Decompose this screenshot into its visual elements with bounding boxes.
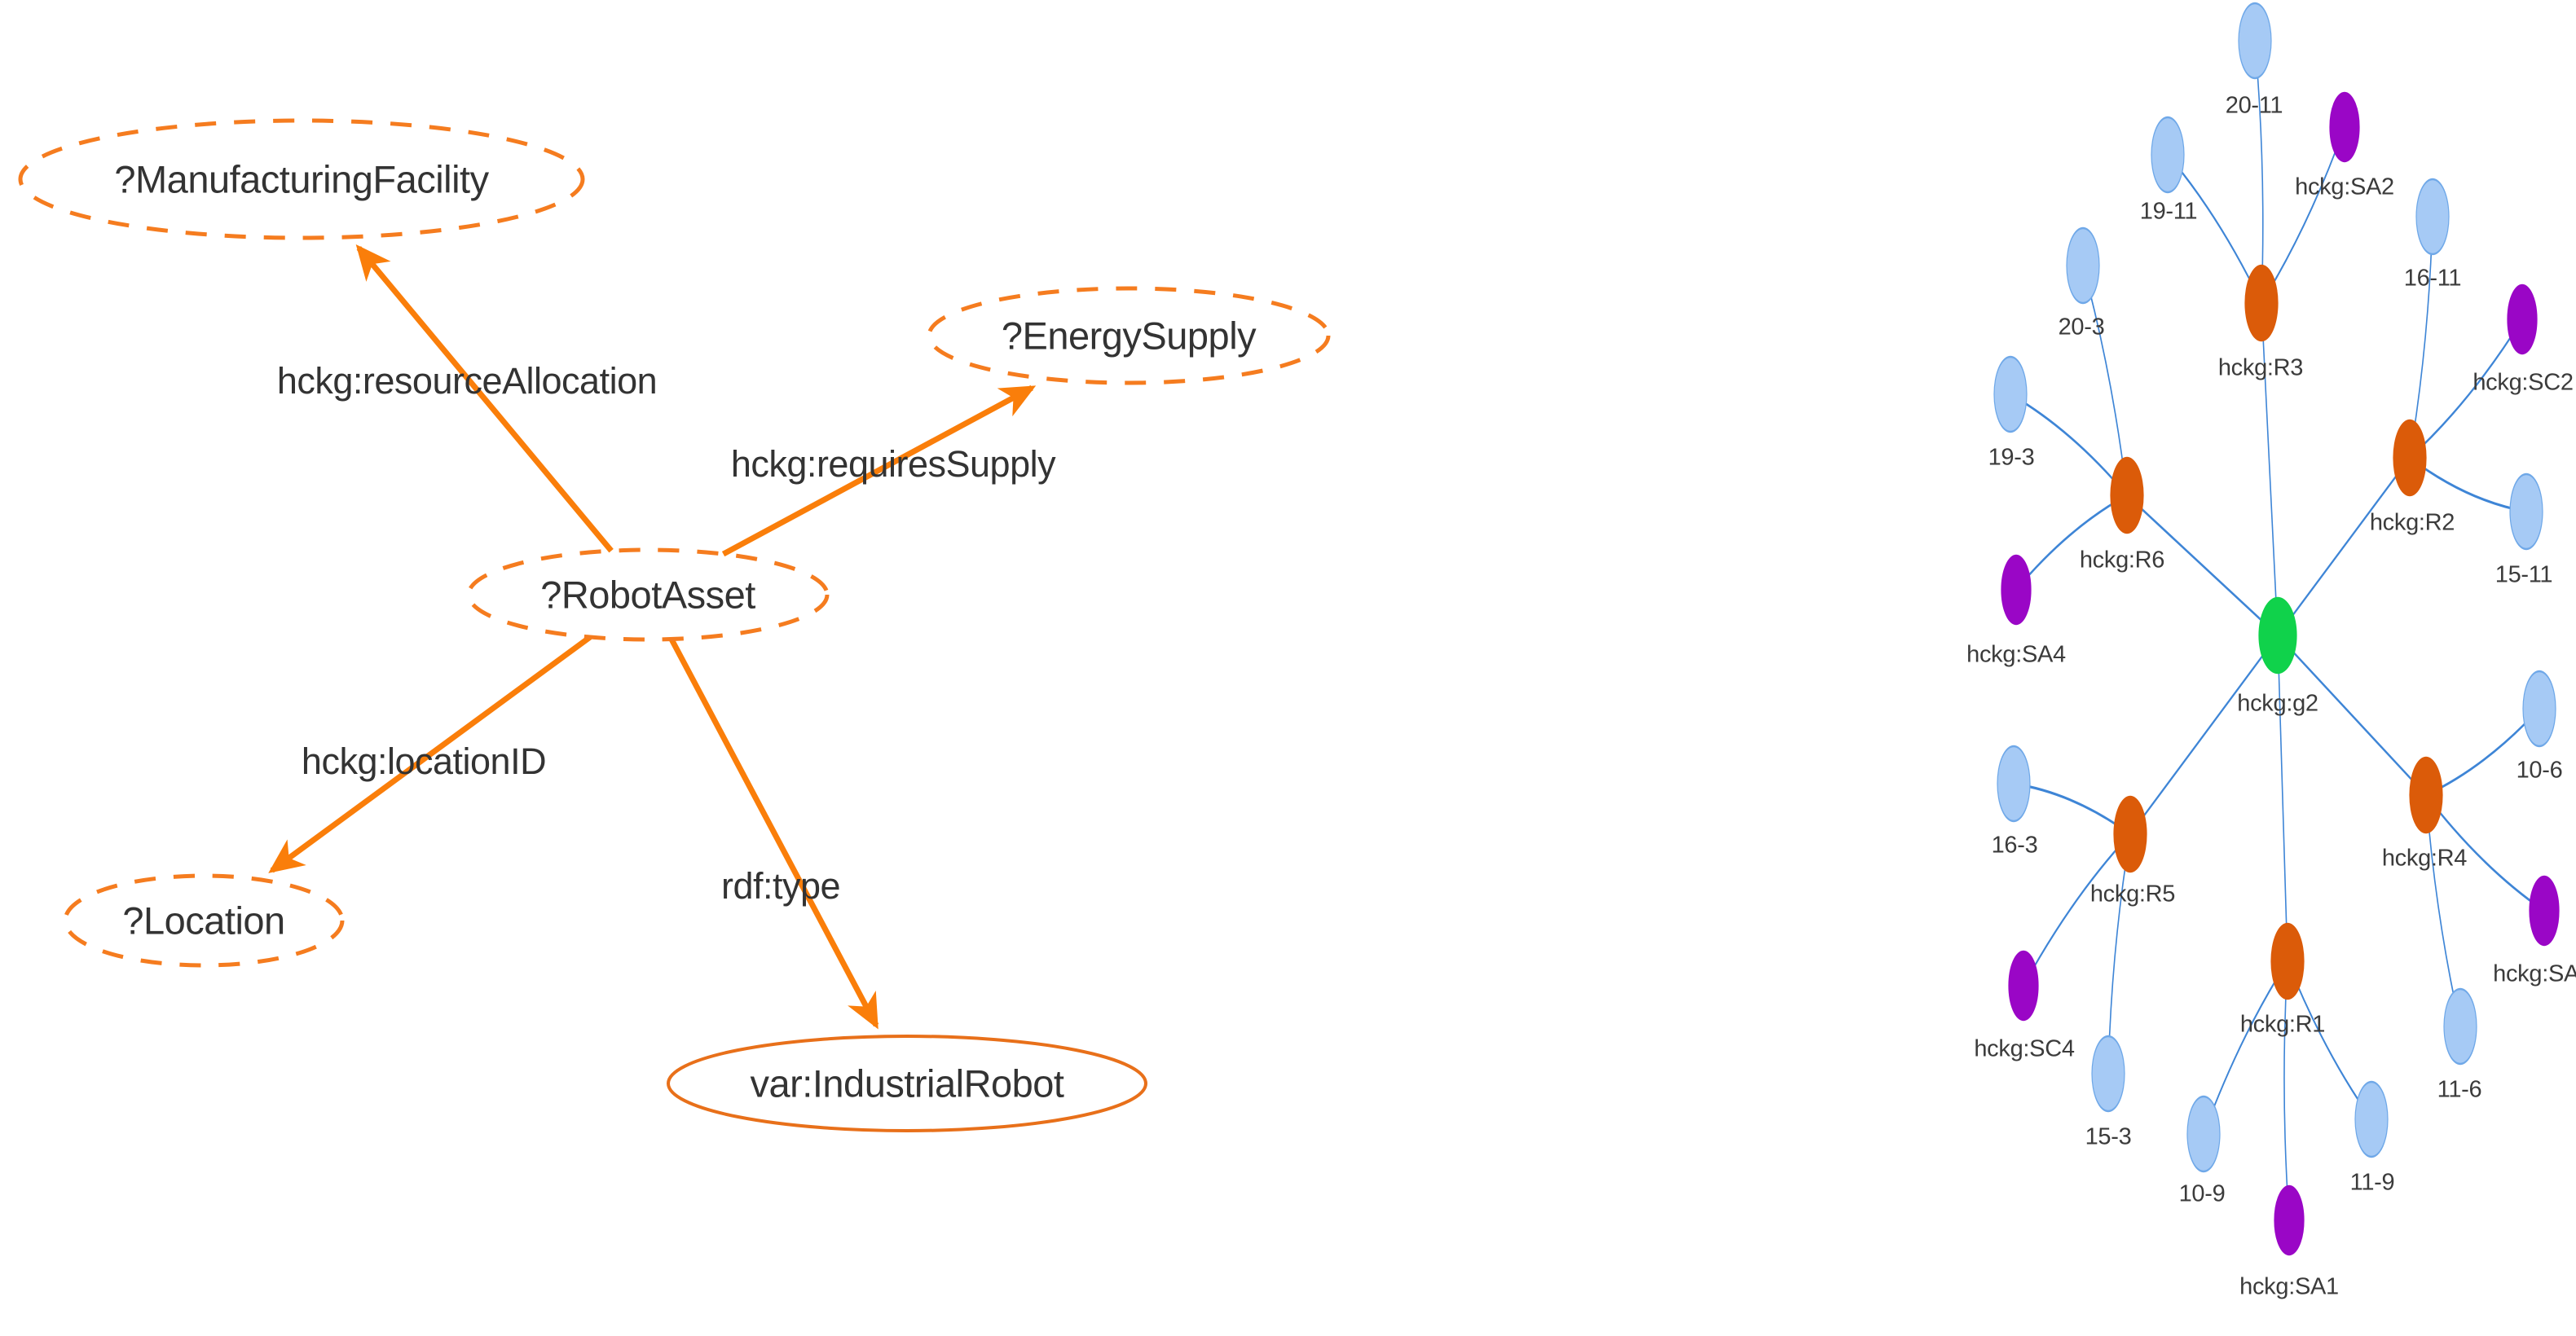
- graph-node-n10_9[interactable]: [2186, 1095, 2221, 1173]
- query-edge-label-resource_allocation: hckg:resourceAllocation: [276, 360, 658, 402]
- graph-edge-R3-n19_11: [2167, 153, 2262, 305]
- graph-node-label-SC4: hckg:SC4: [1974, 1035, 2075, 1062]
- graph-node-label-SA3: hckg:SA3: [2493, 960, 2576, 987]
- query-edge-resource_allocation: [355, 244, 614, 553]
- graph-edge-R2-n15_11: [2409, 456, 2527, 513]
- graph-node-label-n20_11: 20-11: [2225, 92, 2283, 119]
- graph-node-label-n19_11: 19-11: [2139, 198, 2198, 225]
- graph-node-label-R4: hckg:R4: [2381, 845, 2468, 872]
- query-node-label-energy_supply: ?EnergySupply: [1001, 314, 1257, 358]
- query-edge-label-location_id: hckg:locationID: [301, 741, 547, 782]
- graph-node-SA1[interactable]: [2274, 1184, 2305, 1256]
- query-node-manufacturing_facility[interactable]: [18, 118, 585, 240]
- graph-edge-g2-R1: [2277, 635, 2288, 962]
- graph-node-SA2[interactable]: [2329, 91, 2360, 163]
- graph-node-R2[interactable]: [2393, 419, 2427, 497]
- graph-node-label-SC2: hckg:SC2: [2473, 369, 2574, 396]
- query-edge-rdf_type: [668, 637, 879, 1030]
- graph-edge-g2-R6: [2126, 494, 2279, 637]
- graph-node-n20_3[interactable]: [2066, 226, 2100, 305]
- graph-node-n16_3[interactable]: [1997, 745, 2031, 823]
- query-node-label-manufacturing_facility: ?ManufacturingFacility: [114, 157, 489, 201]
- instance-graph-svg: [1993, 2, 2560, 1256]
- graph-node-label-R3: hckg:R3: [2217, 354, 2304, 381]
- graph-node-label-SA1: hckg:SA1: [2239, 1273, 2339, 1300]
- query-edge-label-requires_supply: hckg:requiresSupply: [730, 443, 1056, 485]
- graph-node-label-R6: hckg:R6: [2079, 547, 2165, 574]
- graph-edge-g2-R5: [2129, 634, 2279, 836]
- graph-edge-R1-SA1: [2283, 960, 2290, 1221]
- graph-node-label-n11_9: 11-9: [2349, 1169, 2395, 1196]
- graph-edge-g2-R2: [2277, 456, 2411, 637]
- graph-node-label-n11_6: 11-6: [2437, 1076, 2482, 1103]
- graph-edge-R3-SA2: [2261, 126, 2345, 305]
- query-node-label-robot_asset: ?RobotAsset: [540, 573, 755, 617]
- graph-node-n10_6[interactable]: [2522, 670, 2556, 748]
- graph-node-n11_9[interactable]: [2354, 1080, 2389, 1158]
- query-edge-requires_supply: [721, 385, 1037, 557]
- graph-node-n16_11[interactable]: [2415, 178, 2450, 256]
- graph-node-n20_11[interactable]: [2238, 2, 2272, 80]
- graph-edge-g2-R3: [2261, 302, 2279, 636]
- query-node-robot_asset[interactable]: [466, 547, 830, 642]
- graph-node-n15_3[interactable]: [2091, 1035, 2125, 1113]
- graph-edge-R5-n16_3: [2013, 782, 2131, 836]
- graph-node-n11_6[interactable]: [2443, 987, 2477, 1066]
- graph-node-SA4[interactable]: [2001, 554, 2032, 626]
- query-node-label-location: ?Location: [122, 899, 285, 943]
- graph-node-label-R1: hckg:R1: [2239, 1011, 2326, 1038]
- graph-node-R5[interactable]: [2113, 795, 2147, 873]
- instance-graph-panel: hckg:g2 hckg:R1 hckg:R2 hckg:R3 hckg:R4 hckg:…: [1304, 0, 2576, 1336]
- query-pattern-svg: [18, 118, 1331, 1132]
- graph-edge-R1-n10_9: [2203, 960, 2288, 1135]
- graph-node-label-SA4: hckg:SA4: [1966, 641, 2066, 668]
- graph-node-label-SA2: hckg:SA2: [2295, 174, 2394, 200]
- graph-node-SC2[interactable]: [2507, 283, 2538, 355]
- graph-node-label-n15_11: 15-11: [2495, 561, 2553, 588]
- graph-edge-g2-R4: [2277, 634, 2427, 797]
- query-edge-label-rdf_type: rdf:type: [720, 865, 841, 907]
- graph-node-label-n19_3: 19-3: [1988, 444, 2035, 471]
- graph-node-label-n16_11: 16-11: [2403, 265, 2462, 292]
- graph-node-label-R2: hckg:R2: [2369, 509, 2455, 536]
- query-node-energy_supply[interactable]: [927, 286, 1331, 385]
- graph-node-R1[interactable]: [2270, 922, 2305, 1000]
- graph-node-label-n10_9: 10-9: [2178, 1180, 2226, 1207]
- query-pattern-panel: ?ManufacturingFacility ?EnergySupply ?Robo…: [18, 118, 1331, 1132]
- graph-node-label-g2: hckg:g2: [2237, 690, 2318, 717]
- query-node-label-industrial_robot: var:IndustrialRobot: [750, 1061, 1064, 1105]
- graph-node-g2[interactable]: [2258, 596, 2297, 675]
- graph-node-R3[interactable]: [2244, 264, 2279, 342]
- graph-edge-R6-SA4: [2015, 494, 2128, 591]
- graph-edge-R3-n20_11: [2254, 40, 2264, 304]
- graph-node-R6[interactable]: [2110, 456, 2144, 534]
- graph-node-label-n16_3: 16-3: [1991, 832, 2038, 859]
- graph-node-label-n10_6: 10-6: [2516, 757, 2563, 784]
- query-node-industrial_robot[interactable]: [667, 1035, 1147, 1132]
- graph-node-n19_3[interactable]: [1993, 355, 2028, 433]
- query-node-location[interactable]: [63, 873, 345, 968]
- graph-node-label-R5: hckg:R5: [2089, 881, 2176, 908]
- graph-node-SC4[interactable]: [2008, 950, 2039, 1022]
- graph-node-R4[interactable]: [2409, 756, 2443, 834]
- graph-node-label-n15_3: 15-3: [2085, 1123, 2132, 1150]
- graph-node-n15_11[interactable]: [2509, 472, 2543, 551]
- graph-node-label-n20_3: 20-3: [2058, 314, 2105, 341]
- graph-node-n19_11[interactable]: [2151, 116, 2185, 194]
- graph-node-SA3[interactable]: [2529, 875, 2560, 947]
- query-edge-location_id: [268, 635, 592, 873]
